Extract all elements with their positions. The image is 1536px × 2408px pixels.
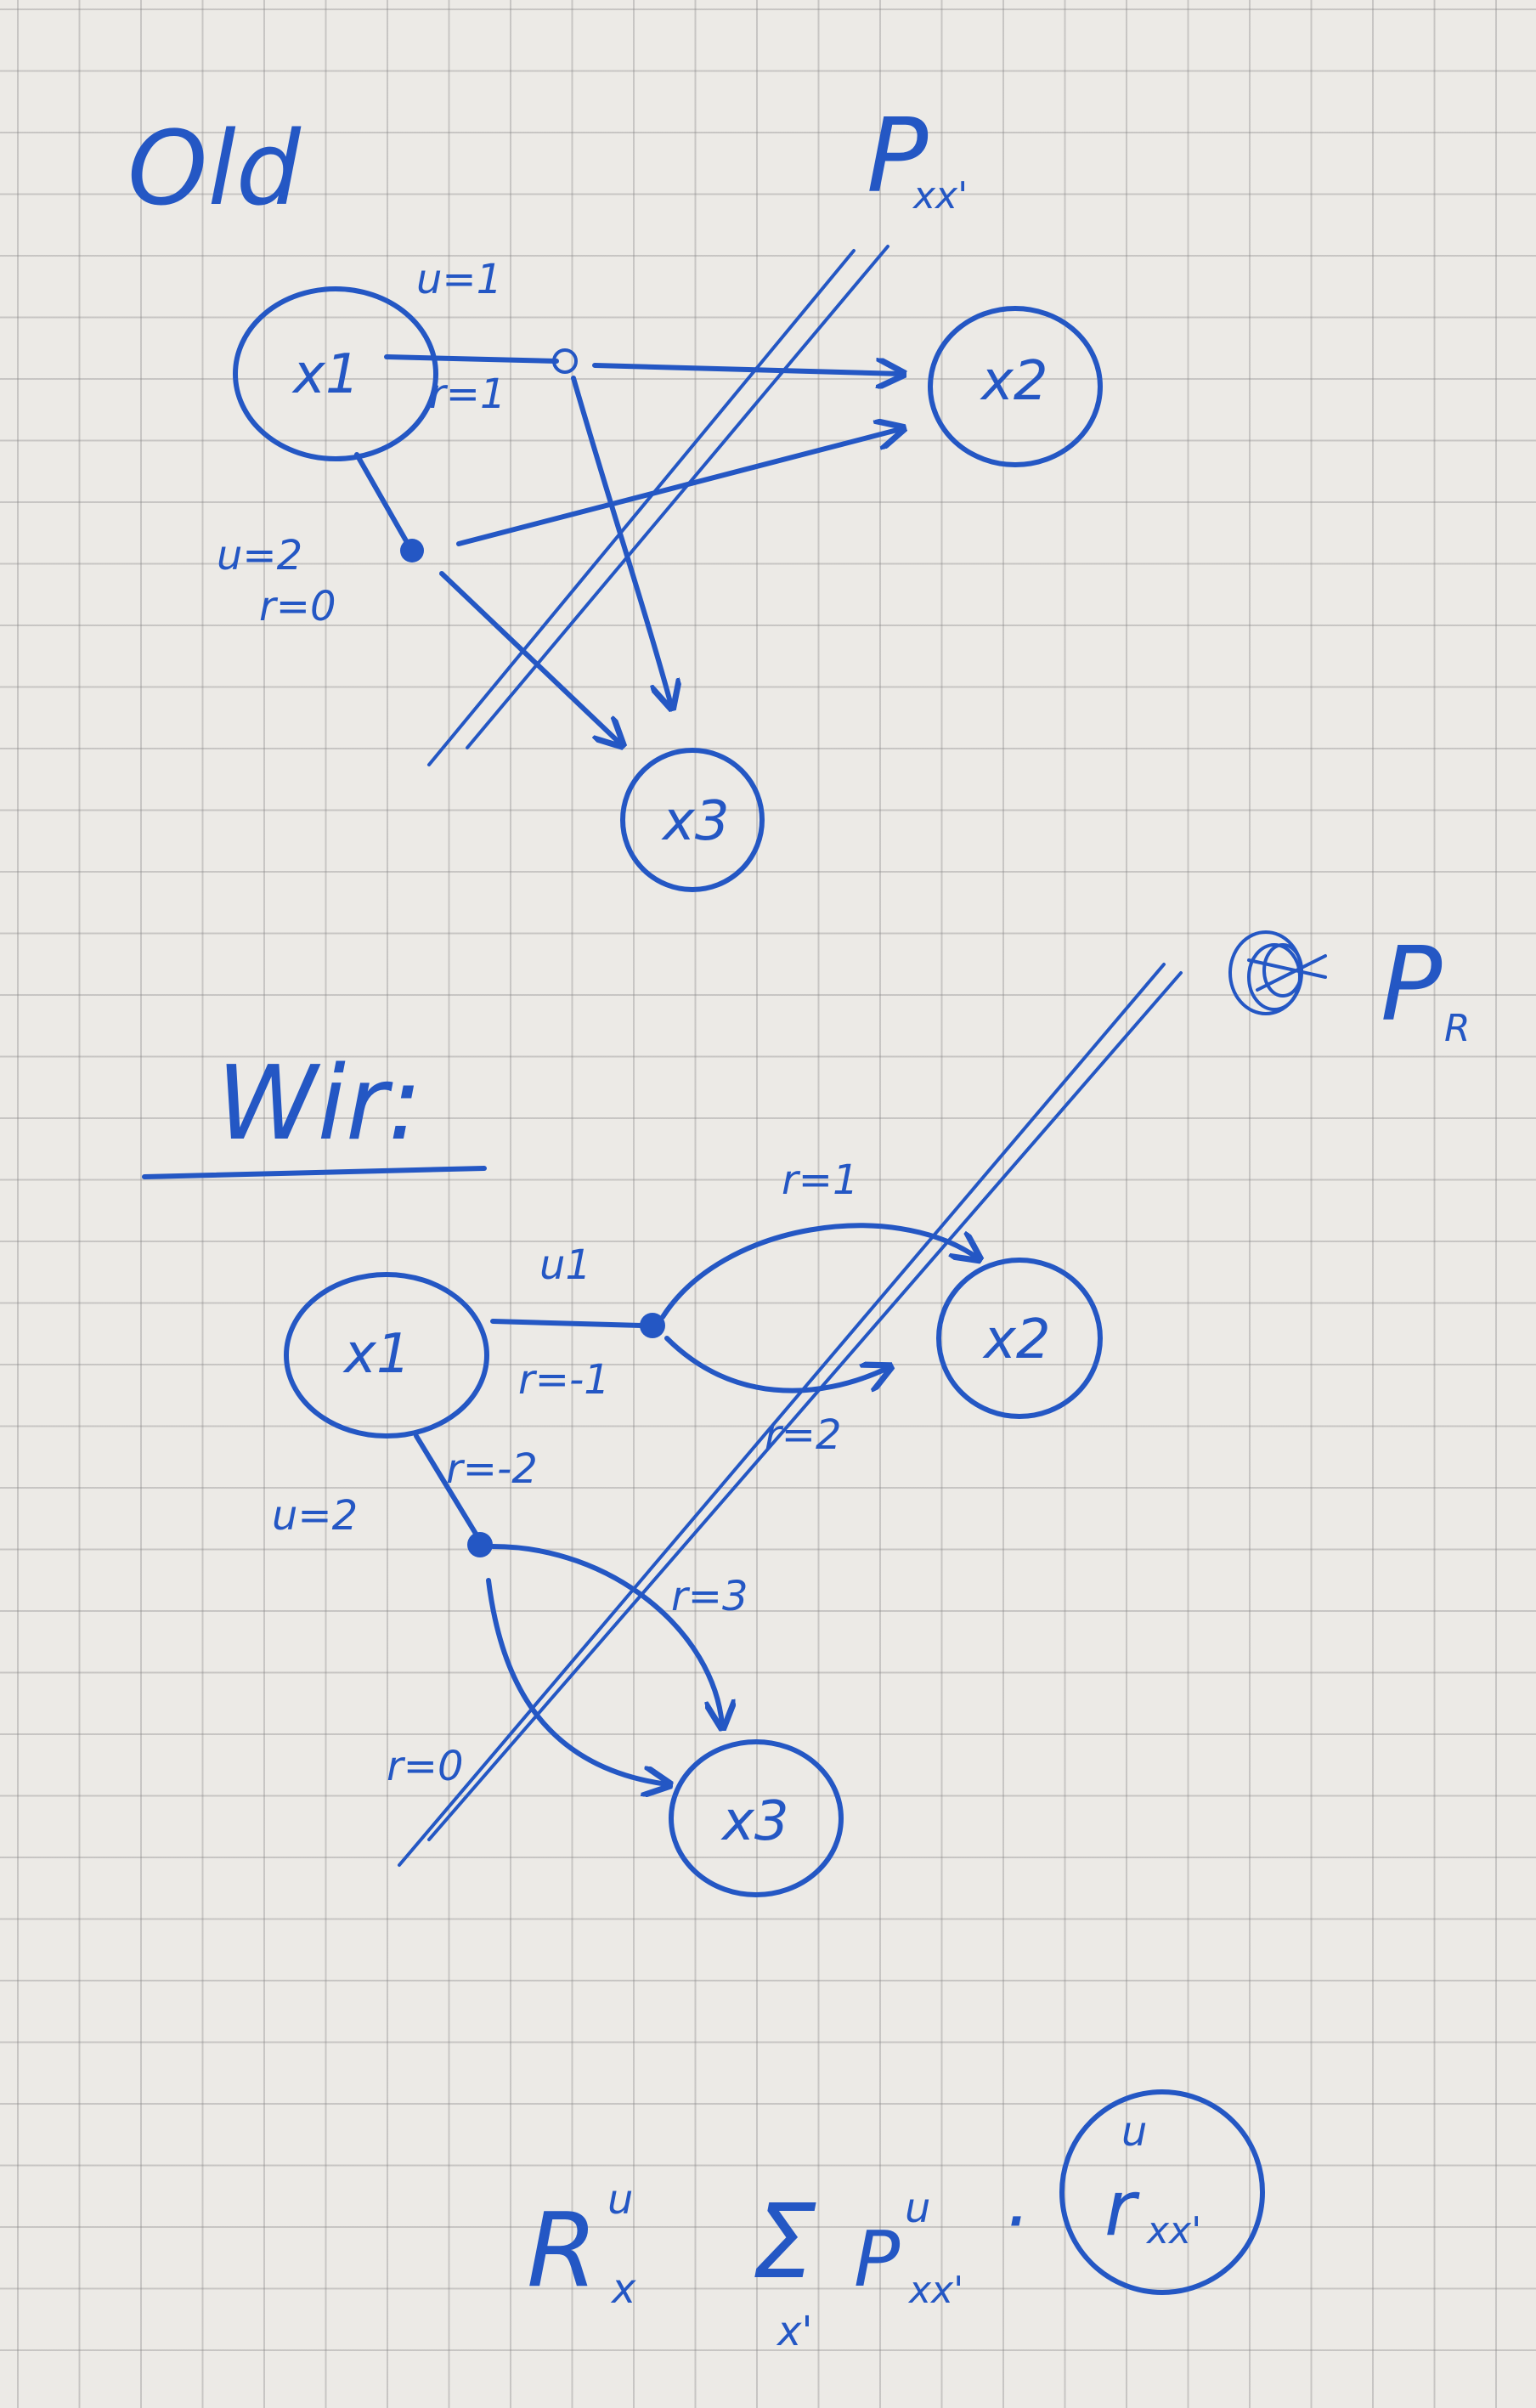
top-crossed-label: P xx' bbox=[867, 98, 968, 218]
bottom-crossed-label-sub: R bbox=[1444, 1007, 1471, 1050]
bottom-strike-line-1 bbox=[398, 963, 1166, 1867]
formula-r: r bbox=[1104, 2164, 1140, 2253]
bottom-heading-underline bbox=[142, 1166, 487, 1179]
bottom-node-x2-circle bbox=[936, 1258, 1103, 1419]
formula-r-sub-xx-prime: xx' bbox=[1145, 2209, 1201, 2253]
bottom-edge-label-r-neg1: r=-1 bbox=[518, 1356, 610, 1404]
formula-lhs-r: R bbox=[527, 2192, 597, 2310]
top-edge-label-u1: u=1 bbox=[416, 256, 502, 303]
formula-p-sup-u: u bbox=[905, 2185, 930, 2232]
bottom-edge-label-r2: r=2 bbox=[765, 1411, 842, 1459]
bottom-node-x1-label: x1 bbox=[342, 1323, 411, 1386]
top-edge-u2-x2 bbox=[456, 429, 901, 546]
formula-dot: · bbox=[1002, 2177, 1027, 2266]
bottom-crossed-label-main: P bbox=[1381, 926, 1443, 1044]
top-edge-u2-x3 bbox=[439, 571, 620, 743]
top-heading: Old bbox=[127, 110, 302, 229]
bottom-node-x3-circle bbox=[669, 1739, 844, 1897]
top-crossed-label-main: P bbox=[867, 98, 929, 216]
bottom-edge-u1-x2-r2 bbox=[664, 1336, 888, 1393]
top-crossed-label-sub: xx' bbox=[912, 174, 968, 218]
top-edge-label-r0: r=0 bbox=[259, 583, 336, 630]
bottom-edge-label-r0: r=0 bbox=[387, 1743, 464, 1790]
top-edge-u1-x3 bbox=[571, 376, 671, 705]
top-decision-dot-u2 bbox=[400, 539, 424, 562]
top-node-x2-label: x2 bbox=[980, 350, 1048, 413]
bottom-diagram: Wir: P R x1 x2 x3 u1 bbox=[142, 926, 1471, 1897]
formula-sum-sub-x-prime: x' bbox=[776, 2308, 813, 2355]
bottom-node-x2-label: x2 bbox=[982, 1309, 1051, 1371]
top-edge-label-r1: r=1 bbox=[429, 370, 506, 418]
bottom-edge-label-r3: r=3 bbox=[671, 1573, 748, 1620]
bottom-edge-label-u2: u=2 bbox=[272, 1492, 358, 1540]
top-node-x3-circle bbox=[620, 748, 765, 892]
formula-circled-term bbox=[1059, 2089, 1265, 2295]
scribble-mark bbox=[1228, 930, 1327, 1015]
formula-sum-sign: Σ bbox=[752, 2184, 816, 2302]
bottom-edge-x1-u2 bbox=[414, 1433, 478, 1536]
top-edge-u1-x2 bbox=[592, 365, 901, 374]
bottom-node-x3-label: x3 bbox=[720, 1790, 789, 1853]
bottom-edge-u2-x3-r3 bbox=[490, 1544, 722, 1725]
top-edge-x1-u1 bbox=[384, 354, 559, 364]
top-edge-label-u2: u=2 bbox=[217, 532, 302, 579]
bottom-edge-x1-u1 bbox=[490, 1319, 644, 1328]
formula-p: P bbox=[854, 2215, 901, 2304]
top-node-x1-label: x1 bbox=[291, 343, 360, 406]
bottom-strike-line-2 bbox=[427, 971, 1183, 1841]
top-strike-line-1 bbox=[427, 249, 856, 766]
formula-lhs-sup-u: u bbox=[607, 2176, 633, 2224]
formula-lhs-sub-x: x bbox=[610, 2265, 636, 2313]
top-node-x2-circle bbox=[928, 306, 1103, 467]
bottom-edge-label-u1: u1 bbox=[539, 1241, 591, 1289]
bottom-heading: Wir: bbox=[217, 1045, 422, 1163]
bottom-edge-u1-x2-r1 bbox=[660, 1223, 977, 1320]
bottom-crossed-label: P R bbox=[1228, 926, 1471, 1050]
bottom-edge-label-r-neg2: r=-2 bbox=[446, 1445, 538, 1493]
formula-p-sub-xx-prime: xx' bbox=[907, 2269, 963, 2312]
bottom-edge-u2-x3-r0 bbox=[486, 1578, 667, 1784]
bottom-decision-dot-u2 bbox=[467, 1532, 493, 1557]
formula: R u x Σ x' P u xx' · r u xx' bbox=[527, 2089, 1265, 2355]
top-strike-line-2 bbox=[466, 245, 889, 749]
bottom-node-x1-circle bbox=[284, 1272, 489, 1439]
top-diagram: Old P xx' x1 x2 x3 u=1 r=1 u=2 r=0 bbox=[127, 98, 1103, 892]
bottom-edge-label-r1: r=1 bbox=[782, 1156, 859, 1204]
bottom-decision-dot-u1 bbox=[640, 1313, 665, 1338]
top-edge-x1-u2 bbox=[354, 452, 410, 546]
top-node-x1-circle bbox=[233, 286, 438, 461]
formula-r-sup-u: u bbox=[1121, 2108, 1147, 2156]
top-node-x3-label: x3 bbox=[661, 790, 730, 853]
